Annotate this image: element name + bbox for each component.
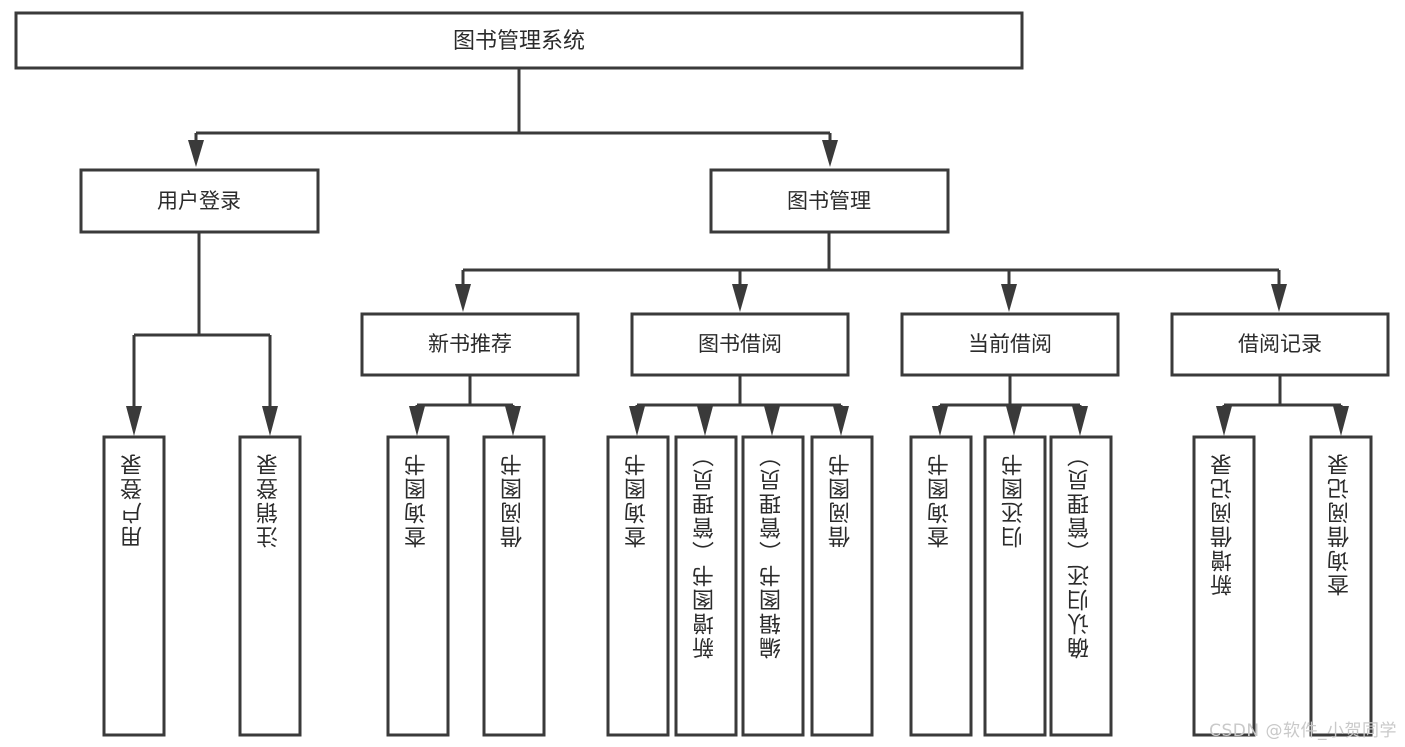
leaf-box-return-book[interactable] [983,435,1047,737]
arrowhead-currentborrow-leaf1 [932,406,948,436]
node-root-label: 图书管理系统 [453,29,585,54]
leaf-box-edit-book-admin[interactable] [741,435,805,737]
node-user-login-label: 用户登录 [157,189,241,213]
leaf-box-query-book-recommend[interactable] [386,435,450,737]
node-user-login[interactable]: 用户登录 [79,168,320,234]
leaf-box-borrow-book[interactable] [810,435,874,737]
leaf-box-add-borrow-record[interactable] [1192,435,1256,737]
leaf-box-logout[interactable] [238,435,302,737]
leaf-box-query-book-current[interactable] [909,435,973,737]
arrowhead-newbook-leaf2 [505,406,521,436]
node-current-borrow[interactable]: 当前借阅 [900,312,1120,377]
arrowhead-bookborrow-leaf1 [629,406,645,436]
node-root[interactable]: 图书管理系统 [14,11,1024,70]
arrowhead-borrowrecord-leaf1 [1216,406,1232,436]
node-borrow-record[interactable]: 借阅记录 [1170,312,1390,377]
node-new-book-recommend-box [360,312,580,377]
arrowhead-currentborrow-leaf2 [1006,406,1022,436]
arrowhead-root-to-bookmgmt [822,140,838,167]
node-book-borrow[interactable]: 图书借阅 [630,312,850,377]
node-borrow-record-label: 借阅记录 [1238,332,1322,356]
arrowhead-bookmgmt-c2 [732,284,748,312]
node-new-book-recommend-label: 新书推荐 [428,332,512,356]
arrowhead-borrowrecord-leaf2 [1333,406,1349,436]
leaf-box-query-book-borrow[interactable] [606,435,670,737]
arrowhead-userlogin-leaf2 [262,406,278,436]
node-book-management-label: 图书管理 [787,189,871,213]
watermark: CSDN @软件_小贺同学 [1209,721,1397,741]
leaf-box-confirm-return-admin[interactable] [1049,435,1113,737]
arrowhead-currentborrow-leaf3 [1072,406,1088,436]
leaf-box-borrow-book-recommend[interactable] [482,435,546,737]
arrowhead-root-to-userlogin [188,140,204,167]
node-book-management[interactable]: 图书管理 [709,168,950,234]
node-book-management-box [709,168,950,234]
arrowhead-newbook-leaf1 [409,406,425,436]
node-book-borrow-label: 图书借阅 [698,332,782,356]
arrowhead-userlogin-leaf1 [126,406,142,436]
node-current-borrow-box [900,312,1120,377]
node-new-book-recommend[interactable]: 新书推荐 [360,312,580,377]
leaf-box-user-login[interactable] [102,435,166,737]
arrowhead-bookborrow-leaf4 [833,406,849,436]
node-book-borrow-box [630,312,850,377]
arrowhead-bookmgmt-c3 [1001,284,1017,312]
leaf-box-add-book-admin[interactable] [674,435,738,737]
node-borrow-record-box [1170,312,1390,377]
arrowhead-bookmgmt-c1 [455,284,471,312]
arrowhead-bookmgmt-c4 [1271,284,1287,312]
arrowhead-bookborrow-leaf2 [697,406,713,436]
node-current-borrow-label: 当前借阅 [968,332,1052,356]
arrowhead-bookborrow-leaf3 [764,406,780,436]
leaf-box-query-borrow-record[interactable] [1309,435,1373,737]
node-root-box [14,11,1024,70]
